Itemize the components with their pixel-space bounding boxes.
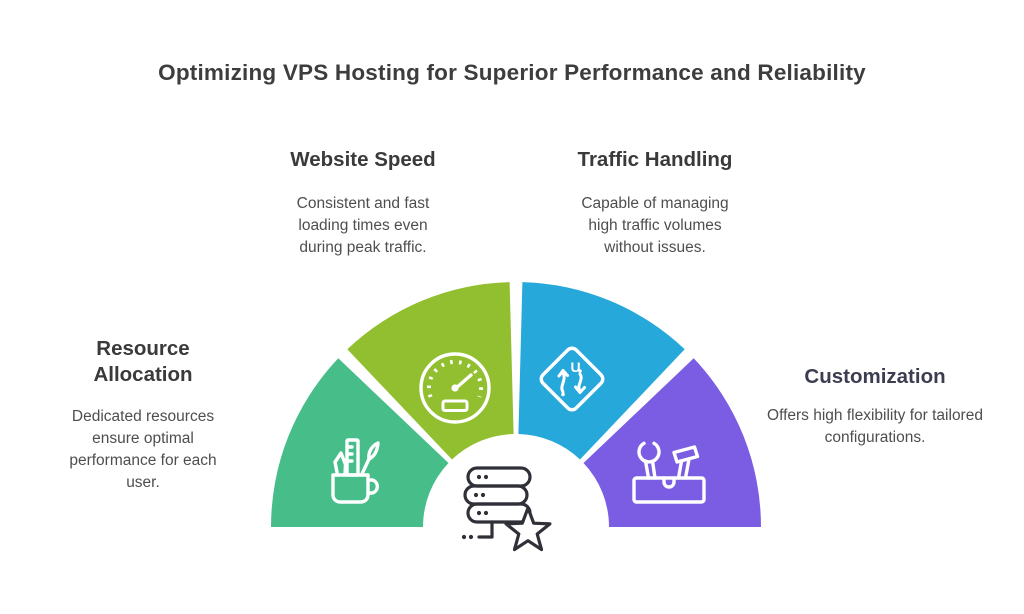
server-rating-star-icon	[461, 466, 552, 552]
website-speed-block: Website Speed Consistent and fast loadin…	[263, 147, 463, 259]
traffic-handling-heading: Traffic Handling	[577, 148, 733, 171]
website-speed-description: Consistent and fast loading times even d…	[296, 195, 430, 256]
page-title: Optimizing VPS Hosting for Superior Perf…	[158, 60, 866, 85]
traffic-handling-description: Capable of managing high traffic volumes…	[581, 195, 729, 256]
website-speed-heading: Website Speed	[290, 148, 436, 171]
customization-description: Offers high flexibility for tailored con…	[767, 407, 983, 446]
sector-customization	[583, 358, 761, 527]
traffic-handling-block: Traffic Handling Capable of managing hig…	[555, 147, 755, 259]
design-tools-mug-icon	[331, 438, 380, 504]
sector-resource-allocation	[271, 358, 449, 527]
resource-allocation-description: Dedicated resources ensure optimal perfo…	[69, 408, 217, 491]
toolbox-icon	[632, 441, 706, 504]
traffic-sign-letter: U	[570, 359, 580, 375]
customization-block: Customization Offers high flexibility fo…	[755, 364, 995, 449]
star-icon	[504, 506, 552, 552]
customization-heading: Customization	[804, 365, 946, 388]
resource-allocation-heading: Resource Allocation	[93, 337, 193, 386]
traffic-sign-icon: U	[539, 346, 605, 412]
speedometer-icon	[419, 352, 491, 424]
sector-website-speed	[347, 282, 514, 460]
resource-allocation-block: Resource Allocation Dedicated resources …	[43, 336, 243, 494]
sector-traffic-handling	[518, 282, 685, 460]
